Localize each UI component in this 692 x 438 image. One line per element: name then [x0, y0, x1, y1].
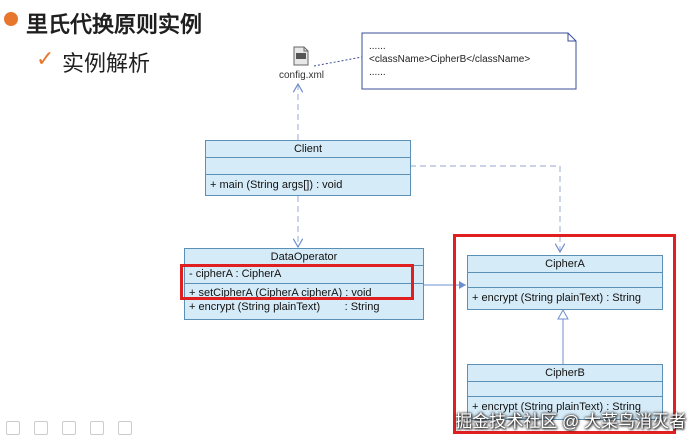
- config-file-label: config.xml: [279, 70, 325, 81]
- method-row: + encrypt (String plainText) : String: [189, 301, 380, 313]
- class-name: CipherB: [545, 367, 585, 379]
- attributes-section: [206, 157, 410, 174]
- control-icon[interactable]: [62, 421, 76, 435]
- attributes-section: [468, 272, 662, 287]
- check-icon: ✓: [36, 46, 55, 71]
- note-box: [361, 32, 577, 90]
- note-link: [313, 56, 363, 67]
- method-row: + setCipherA (CipherA cipherA) : void: [189, 287, 372, 299]
- class-ciphera: CipherA + encrypt (String plainText) : S…: [467, 255, 663, 310]
- method-row: + main (String args[]) : void: [206, 174, 410, 192]
- class-client: Client + main (String args[]) : void: [205, 140, 411, 196]
- control-icon[interactable]: [6, 421, 20, 435]
- note-text: ...... <className>CipherB</className> ..…: [369, 40, 530, 79]
- method-row: + encrypt (String plainText) : String: [468, 287, 662, 305]
- attributes-section: [468, 381, 662, 396]
- highlight-cipher-classes: [453, 234, 676, 434]
- xml-file-icon: [293, 46, 309, 66]
- control-icon[interactable]: [90, 421, 104, 435]
- note-line: <className>CipherB</className>: [369, 54, 531, 65]
- watermark: 掘金技术社区 @ 大菜鸟消灭者: [455, 412, 686, 431]
- slide-subtitle: 实例解析: [62, 51, 151, 76]
- control-icon[interactable]: [34, 421, 48, 435]
- playback-controls: [0, 418, 156, 438]
- class-name: Client: [293, 143, 323, 155]
- class-dataoperator: DataOperator - cipherA : CipherA + setCi…: [184, 248, 424, 320]
- title-bullet: [4, 12, 18, 26]
- class-name: CipherA: [545, 258, 585, 270]
- note-line: ......: [369, 41, 386, 52]
- method-row: + encrypt (String plainText) : String: [468, 396, 662, 414]
- client-ciphera-dependency: [410, 165, 560, 252]
- control-icon[interactable]: [118, 421, 132, 435]
- class-name: DataOperator: [270, 251, 338, 263]
- slide-title: 里氏代换原则实例: [26, 12, 203, 37]
- class-cipherb: CipherB + encrypt (String plainText) : S…: [467, 364, 663, 420]
- note-line: ......: [369, 67, 386, 78]
- methods-section: + setCipherA (CipherA cipherA) : void + …: [185, 283, 423, 314]
- highlight-dataoperator: [180, 264, 414, 300]
